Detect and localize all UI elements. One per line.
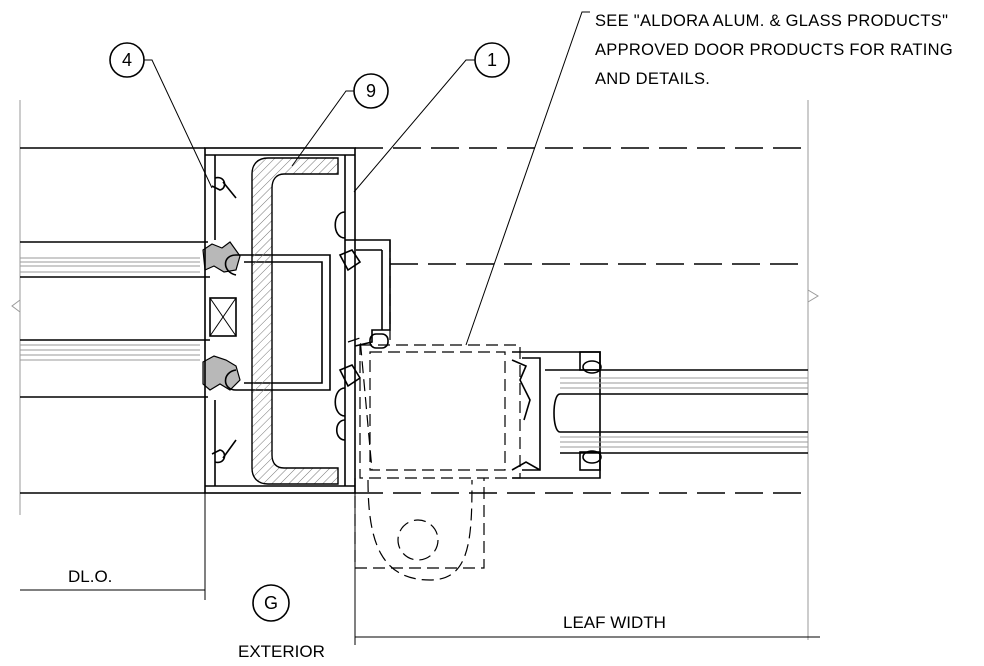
grid-g-label: G xyxy=(264,593,278,613)
callout-4-label: 4 xyxy=(122,50,132,70)
door-note: SEE "ALDORA ALUM. & GLASS PRODUCTS" APPR… xyxy=(595,12,953,88)
leaf-width-dimension: LEAF WIDTH xyxy=(354,493,820,645)
glazing-gaskets xyxy=(202,241,241,391)
note-line-2: APPROVED DOOR PRODUCTS FOR RATING xyxy=(595,41,953,59)
leaf-width-label: LEAF WIDTH xyxy=(563,613,666,632)
dlo-label: DL.O. xyxy=(68,567,112,586)
callout-9-label: 9 xyxy=(366,81,376,101)
door-stile xyxy=(347,240,521,581)
callout-1: 1 xyxy=(353,42,510,193)
grid-bubble-g: G xyxy=(252,584,290,622)
note-line-1: SEE "ALDORA ALUM. & GLASS PRODUCTS" xyxy=(595,12,948,30)
door-stop-profile xyxy=(345,239,391,349)
dlo-dimension: DL.O. xyxy=(20,493,206,600)
note-leader xyxy=(465,11,590,346)
note-line-3: AND DETAILS. xyxy=(595,70,710,88)
callout-9: 9 xyxy=(291,73,389,167)
mullion-frame xyxy=(204,147,362,494)
left-glass-unit xyxy=(20,241,237,398)
exterior-label: EXTERIOR xyxy=(238,642,325,661)
steel-reinforcement xyxy=(251,157,339,485)
callout-4: 4 xyxy=(109,42,213,189)
callout-1-label: 1 xyxy=(487,50,497,70)
door-leaf-glass xyxy=(511,351,808,479)
